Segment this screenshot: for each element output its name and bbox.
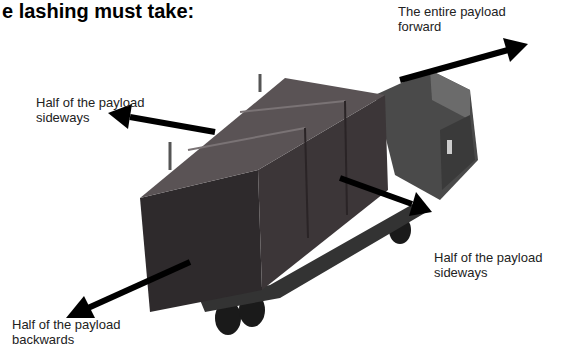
stake xyxy=(259,74,262,92)
force-label: The entire payload forward xyxy=(398,4,523,34)
cab xyxy=(375,70,478,200)
force-arrow xyxy=(340,178,432,216)
force-label: Half of the payload backwards xyxy=(12,317,137,347)
heading-text: e lashing must take: xyxy=(2,0,194,22)
force-arrow xyxy=(66,262,190,318)
lashing-strap xyxy=(345,101,347,215)
headlight xyxy=(447,140,452,154)
force-label: Half of the payload sideways xyxy=(36,95,154,125)
stake xyxy=(169,142,172,170)
force-arrow xyxy=(400,38,528,80)
lashing-strap xyxy=(240,101,345,112)
cab-window xyxy=(430,70,470,120)
lashing-strap xyxy=(305,128,308,238)
force-label: Half of the payload sideways xyxy=(434,250,574,280)
cab-front xyxy=(440,115,475,190)
